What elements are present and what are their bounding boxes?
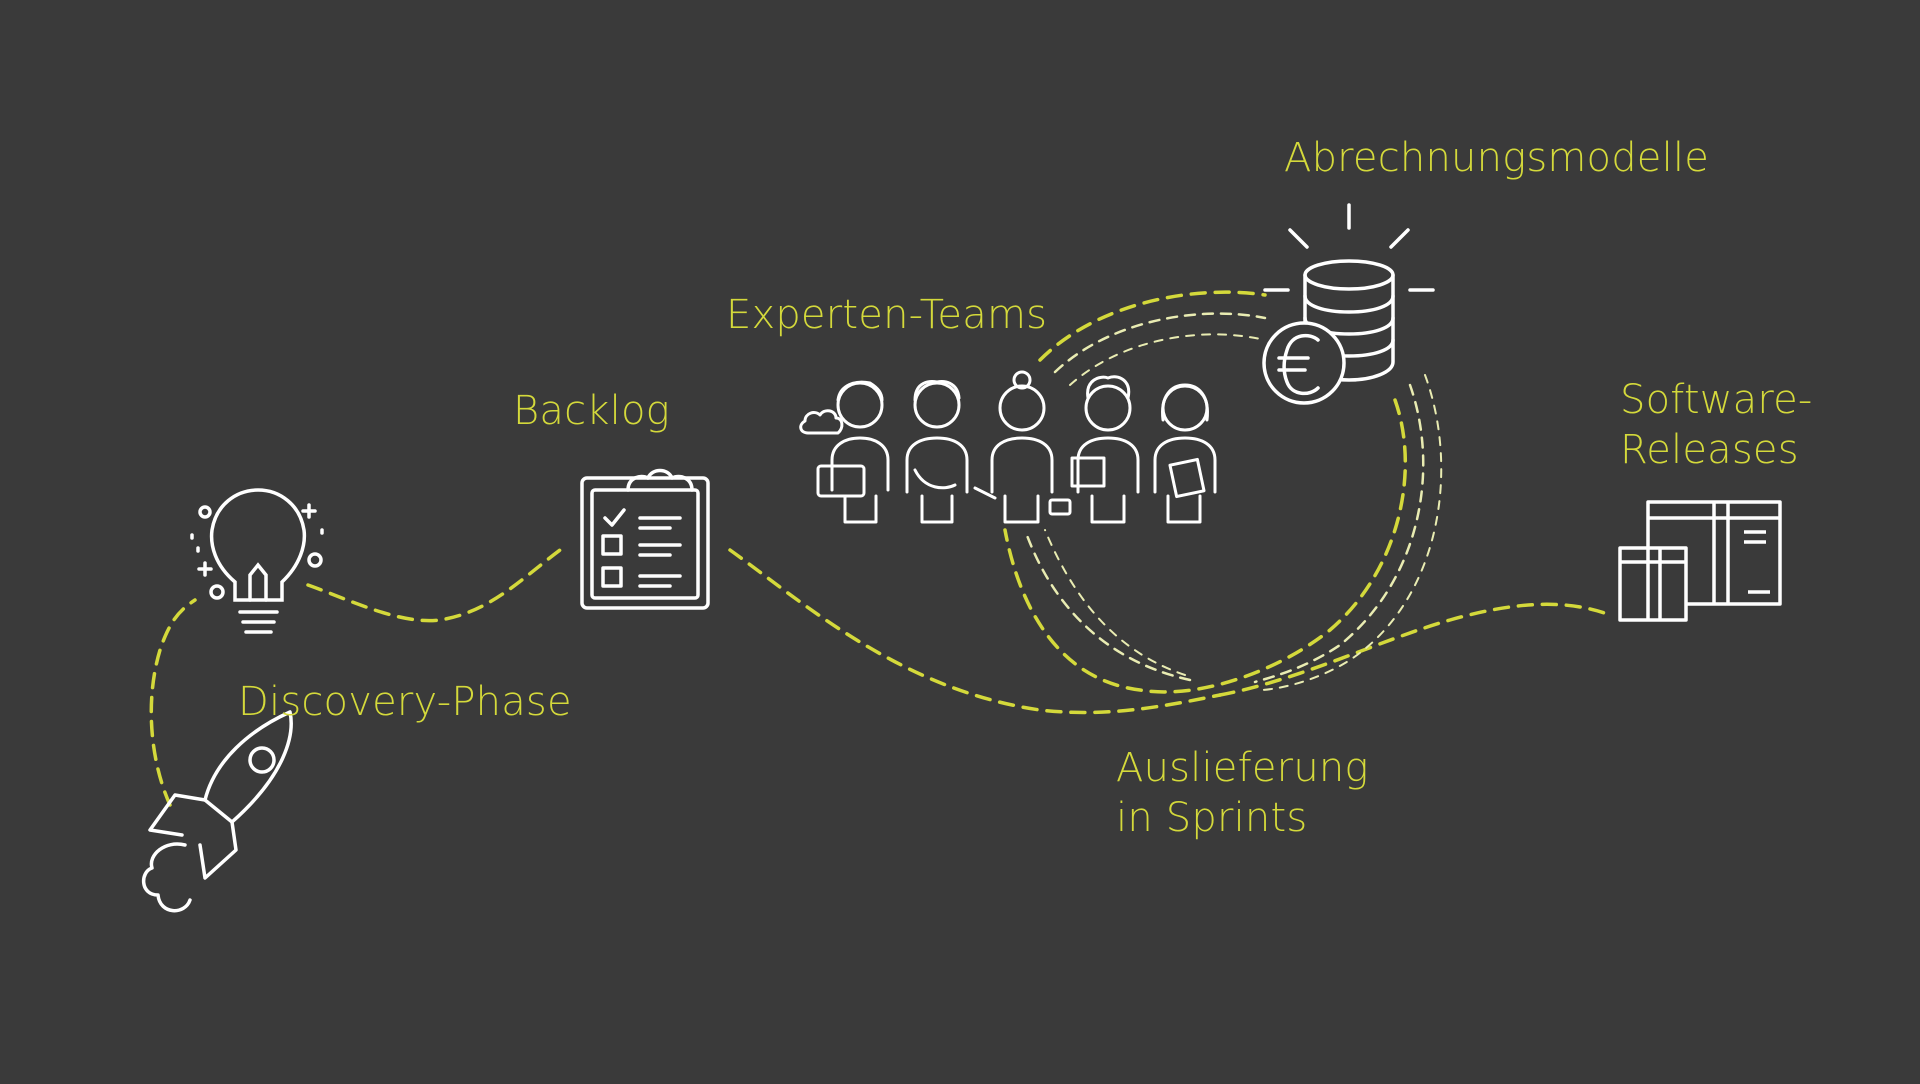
label-experten-teams: Experten-Teams: [726, 292, 1048, 338]
coin-stack-euro-icon: [1262, 203, 1435, 405]
person-4: [1070, 375, 1140, 524]
path-bulb-to-backlog: [306, 548, 562, 623]
path-delivery-to-releases: [1218, 602, 1612, 697]
label-software-releases: Software- Releases: [1620, 377, 1813, 473]
person-2: [905, 380, 969, 524]
person-1: [816, 380, 890, 524]
journey-path: [149, 290, 1612, 807]
person-3: [973, 370, 1072, 524]
path-backlog-to-delivery: [728, 548, 1222, 715]
label-abrechnungsmodelle: Abrechnungsmodelle: [1284, 135, 1710, 181]
sprint-loop-outer: [1003, 290, 1408, 694]
sprint-loop-inner-2: [1044, 333, 1443, 691]
lightbulb-icon: [190, 488, 324, 634]
label-discovery-phase: Discovery-Phase: [238, 679, 572, 725]
boxes-icon: [1618, 500, 1782, 622]
rocket-icon: [142, 710, 293, 913]
sprint-loop-inner-1: [1023, 312, 1425, 684]
clipboard-checklist-icon: [580, 468, 710, 610]
people-team-icon: [799, 370, 1217, 524]
label-auslieferung: Auslieferung in Sprints: [1116, 745, 1369, 841]
label-backlog: Backlog: [513, 388, 670, 434]
cloud-icon: [799, 409, 844, 435]
path-rocket-to-bulb: [149, 598, 197, 807]
person-5: [1153, 383, 1217, 524]
